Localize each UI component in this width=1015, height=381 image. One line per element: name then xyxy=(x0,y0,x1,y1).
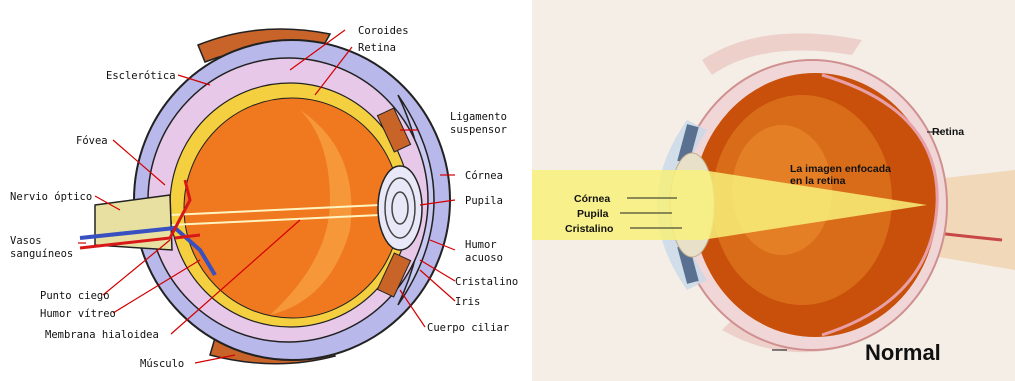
label-punto-ciego: Punto ciego xyxy=(40,290,110,302)
label-vasos-1: Vasos xyxy=(10,235,42,247)
label-normal-title: Normal xyxy=(865,340,941,365)
label-imagen-1: La imagen enfocada xyxy=(790,163,891,175)
label-cornea: Córnea xyxy=(465,170,503,182)
label-humor-acuoso-1: Humor xyxy=(465,239,497,251)
label-coroides: Coroides xyxy=(358,25,409,37)
label-ligamento-2: suspensor xyxy=(450,124,507,136)
left-eye-svg: Coroides Retina Esclerótica Ligamento su… xyxy=(0,0,532,381)
label-iris: Iris xyxy=(455,296,480,308)
label-cristalino: Cristalino xyxy=(455,276,518,288)
label-cristalino-right: Cristalino xyxy=(565,223,613,235)
right-eye-svg: Retina La imagen enfocada en la retina C… xyxy=(532,0,1015,381)
right-eye-diagram: Retina La imagen enfocada en la retina C… xyxy=(532,0,1015,381)
label-vasos-2: sanguíneos xyxy=(10,248,73,260)
label-musculo: Músculo xyxy=(140,358,184,370)
label-retina: Retina xyxy=(358,42,396,54)
label-pupila: Pupila xyxy=(465,195,503,207)
label-humor-vitreo: Humor vítreo xyxy=(40,308,116,320)
label-humor-acuoso-2: acuoso xyxy=(465,252,503,264)
label-pupila-right: Pupila xyxy=(577,208,609,220)
label-nervio-optico: Nervio óptico xyxy=(10,191,92,203)
label-retina-right: Retina xyxy=(932,126,964,138)
vitreous-body xyxy=(184,98,400,318)
label-cuerpo-ciliar: Cuerpo ciliar xyxy=(427,322,509,334)
label-cornea-right: Córnea xyxy=(574,193,610,205)
left-eye-diagram: Coroides Retina Esclerótica Ligamento su… xyxy=(0,0,532,381)
label-fovea: Fóvea xyxy=(76,135,108,147)
label-esclerotica: Esclerótica xyxy=(106,70,176,82)
label-imagen-2: en la retina xyxy=(790,175,846,187)
label-membrana-hialoidea: Membrana hialoidea xyxy=(45,329,159,341)
label-ligamento-1: Ligamento xyxy=(450,111,507,123)
